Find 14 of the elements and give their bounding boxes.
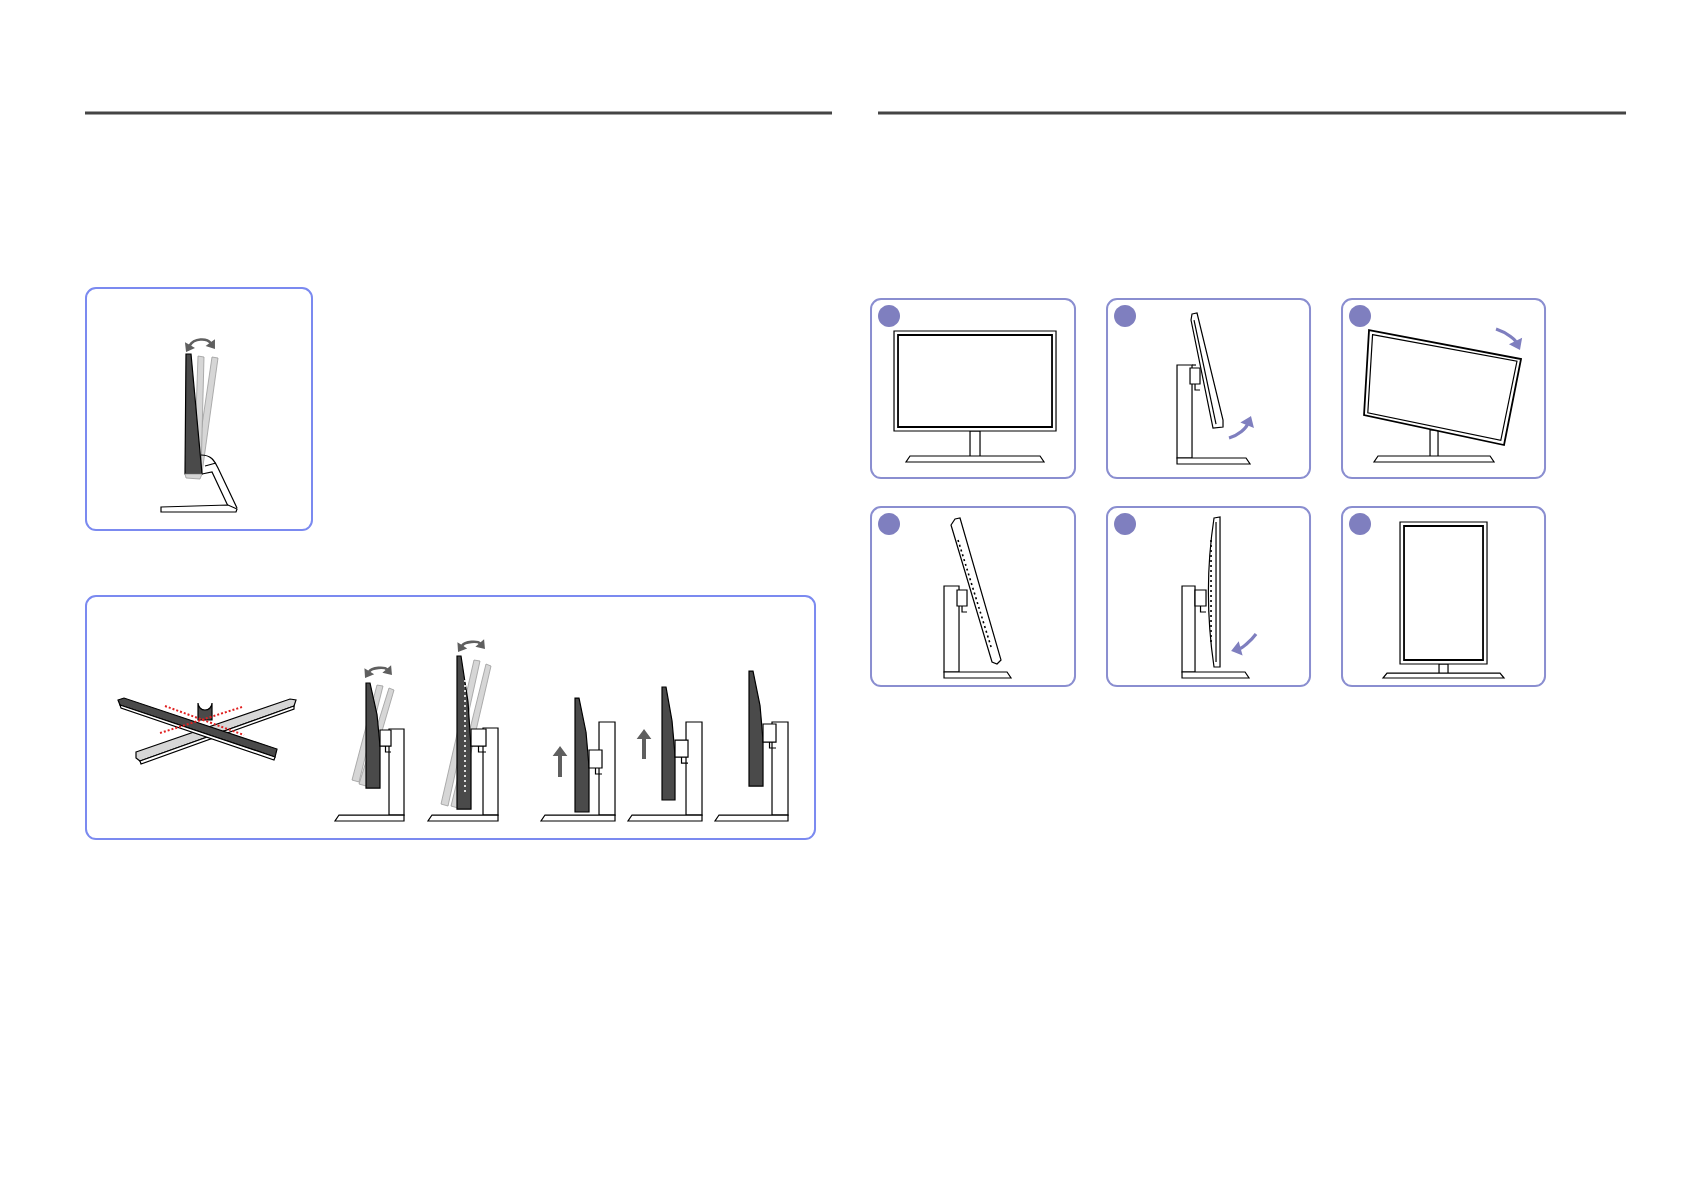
step-circle: [1349, 305, 1372, 327]
step-circle: [1349, 513, 1372, 535]
figure-panel: [870, 506, 1076, 687]
figure-panel: [1106, 506, 1312, 687]
step-circle: [1114, 305, 1136, 327]
figure-panel: [870, 298, 1076, 479]
figure-panel: [1341, 298, 1547, 479]
figure-panel: [1341, 506, 1547, 687]
step-circle: [1114, 513, 1136, 535]
step-circle: [878, 305, 900, 327]
figure-panel: [85, 287, 313, 531]
step-circle: [878, 513, 900, 535]
figure-panel: [85, 595, 816, 840]
figure-panel: [1106, 298, 1312, 479]
